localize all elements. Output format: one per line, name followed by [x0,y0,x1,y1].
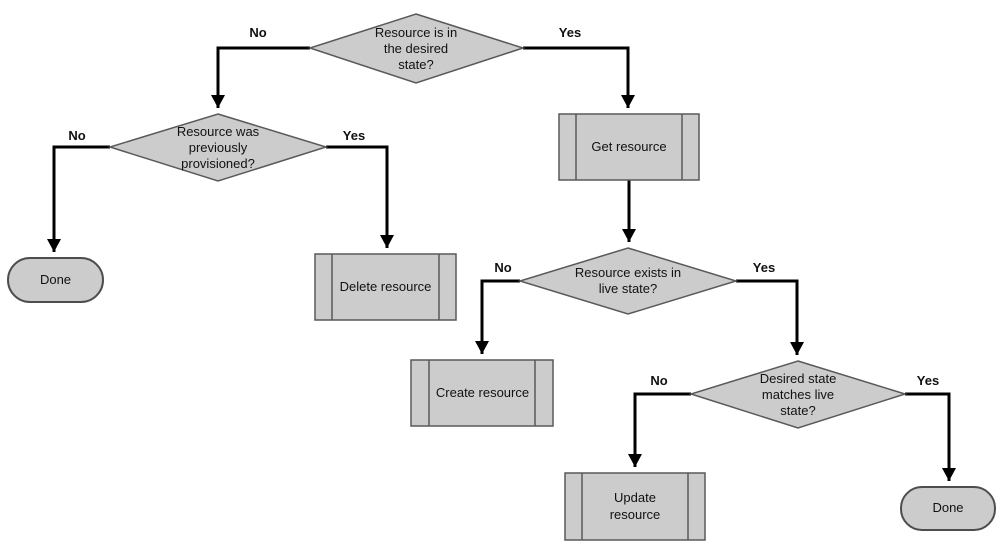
edge-matches-yes [905,392,956,481]
decision-exists-live-shape [517,247,739,315]
process-group [314,113,706,541]
edge-desired-yes [523,46,635,108]
connector-group [47,46,956,481]
edge-matches-no [628,392,691,467]
edge-desired-no [211,46,310,108]
edge-exists-yes [736,279,804,355]
edge-exists-no [475,279,520,354]
process-delete-resource-shape [314,253,457,321]
terminator-group [7,257,996,531]
process-get-resource-shape [558,113,700,181]
terminator-done-right-shape [900,486,996,531]
decision-desired-state-shape [307,13,526,84]
terminator-done-left-shape [7,257,104,303]
decision-previously-provisioned-shape [107,113,329,182]
edge-provisioned-yes [326,145,394,248]
edge-provisioned-no [47,145,110,252]
process-create-resource-shape [410,359,554,427]
process-update-resource-shape [564,472,706,541]
decision-group [107,13,908,429]
decision-matches-live-shape [688,360,908,429]
